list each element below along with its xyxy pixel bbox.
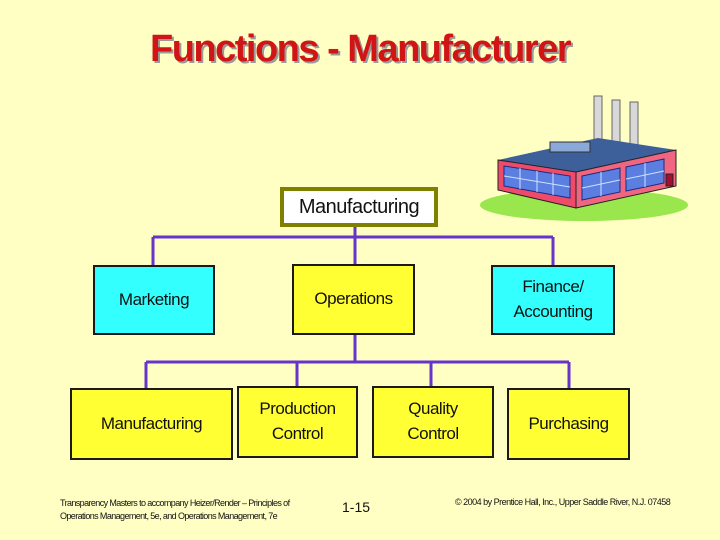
node-production-control: Production Control bbox=[237, 386, 358, 458]
node-label-line-1: Finance/ bbox=[522, 277, 584, 297]
node-label: Purchasing bbox=[528, 413, 609, 433]
node-label: Manufacturing bbox=[298, 195, 420, 218]
footer-credit: Transparency Masters to accompany Heizer… bbox=[60, 498, 290, 522]
node-manufacturing-root: Manufacturing bbox=[280, 187, 438, 227]
node-quality-control: Quality Control bbox=[372, 386, 494, 458]
factory-icon bbox=[480, 95, 688, 221]
node-label-line-1: Quality bbox=[408, 399, 458, 419]
node-label-line-2: Control bbox=[271, 424, 324, 443]
node-marketing: Marketing bbox=[93, 265, 215, 335]
node-label: Operations bbox=[314, 289, 393, 309]
footer-copyright: © 2004 by Prentice Hall, Inc., Upper Sad… bbox=[455, 497, 671, 507]
page-number: 1-15 bbox=[342, 499, 371, 515]
node-label: Marketing bbox=[118, 289, 190, 309]
node-label: Manufacturing bbox=[100, 413, 203, 433]
node-label-line-2: Accounting bbox=[513, 302, 593, 321]
node-manufacturing: Manufacturing bbox=[70, 388, 233, 460]
slide-title: Functions - Manufacturer bbox=[149, 28, 572, 70]
node-purchasing: Purchasing bbox=[507, 388, 630, 460]
node-label-line-2: Control bbox=[407, 424, 459, 443]
node-finance-accounting: Finance/ Accounting bbox=[491, 265, 615, 335]
node-label-line-1: Production bbox=[259, 399, 336, 419]
node-operations: Operations bbox=[292, 264, 415, 335]
